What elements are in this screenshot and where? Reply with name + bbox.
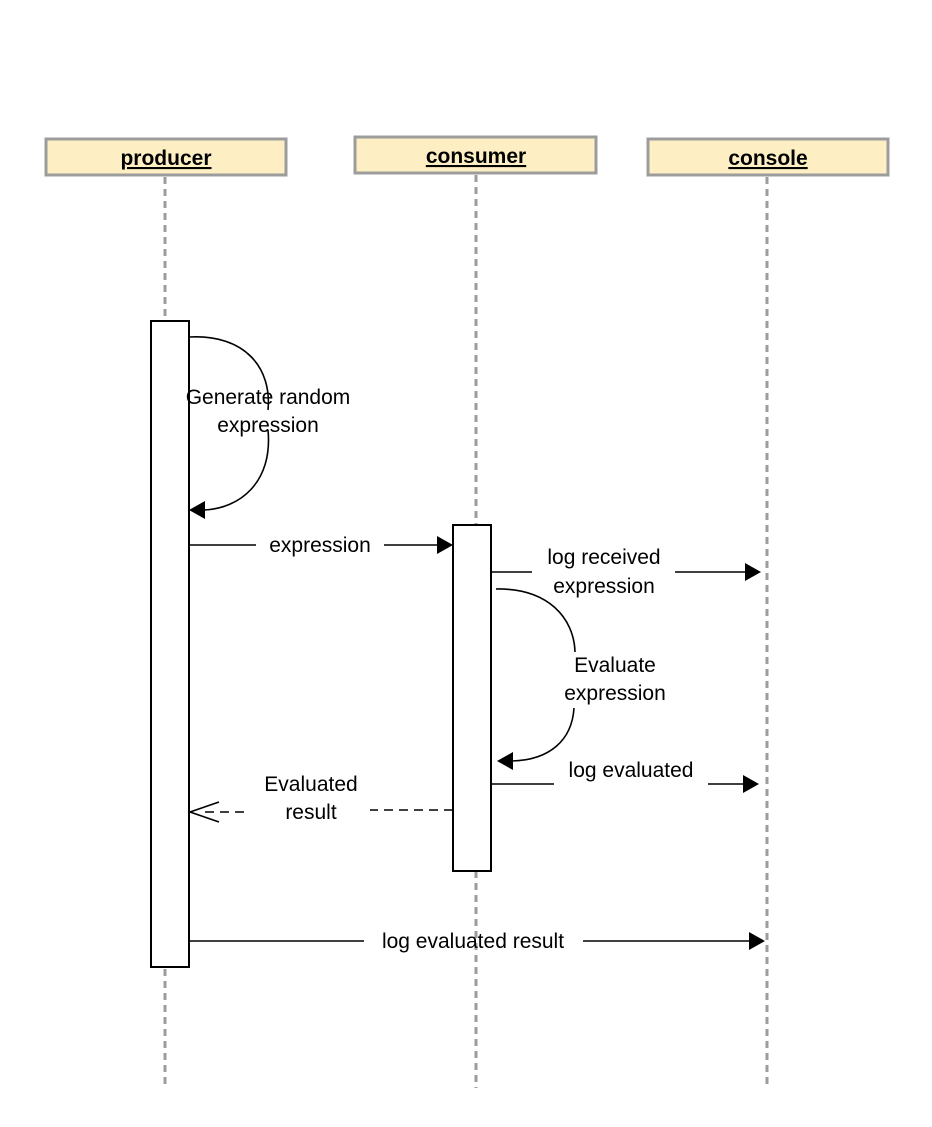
participant-producer: producer [44, 137, 288, 177]
participant-producer-label: producer [120, 147, 211, 170]
generate-label-line2: expression [217, 414, 319, 437]
participant-consumer: consumer [353, 135, 598, 175]
message-evaluated-result: Evaluated result [187, 773, 453, 824]
evaluate-label-line1: Evaluate [574, 654, 656, 677]
message-evaluate-expression: Evaluate expression [495, 588, 666, 770]
participant-consumer-box [353, 135, 598, 175]
participant-console-box [646, 137, 890, 177]
participant-consumer-label: consumer [426, 145, 526, 168]
message-generate-random-expression: Generate random expression [186, 336, 351, 519]
log-received-label-line2: expression [553, 575, 655, 598]
participant-console: console [646, 137, 890, 177]
evaluated-result-label-line1: Evaluated [264, 773, 357, 796]
message-expression: expression [189, 534, 453, 557]
message-log-evaluated: log evaluated [491, 759, 759, 793]
consumer-activation-bar [452, 524, 492, 872]
log-evaluated-arrowhead [743, 775, 759, 793]
evaluate-arrowhead [497, 752, 513, 770]
participant-producer-box [44, 137, 288, 177]
evaluated-result-open-arrowhead [187, 801, 220, 823]
expression-arrowhead [437, 536, 453, 554]
evaluate-self-arrow-curve [495, 588, 576, 762]
generate-self-arrow-curve [188, 336, 270, 511]
message-log-received-expression: log received expression [491, 546, 761, 598]
log-evaluated-result-label: log evaluated result [382, 930, 564, 953]
evaluated-result-label-line2: result [285, 801, 337, 824]
log-evaluated-result-arrowhead [749, 932, 765, 950]
log-received-arrowhead [745, 563, 761, 581]
log-received-label-line1: log received [547, 546, 660, 569]
producer-activation-bar [150, 320, 190, 968]
participant-console-label: console [728, 147, 807, 170]
log-evaluated-label: log evaluated [569, 759, 694, 782]
evaluate-label-line2: expression [564, 682, 666, 705]
message-log-evaluated-result: log evaluated result [189, 930, 765, 953]
expression-label: expression [269, 534, 371, 557]
generate-label-line1: Generate random [186, 386, 351, 409]
generate-arrowhead [189, 501, 205, 519]
